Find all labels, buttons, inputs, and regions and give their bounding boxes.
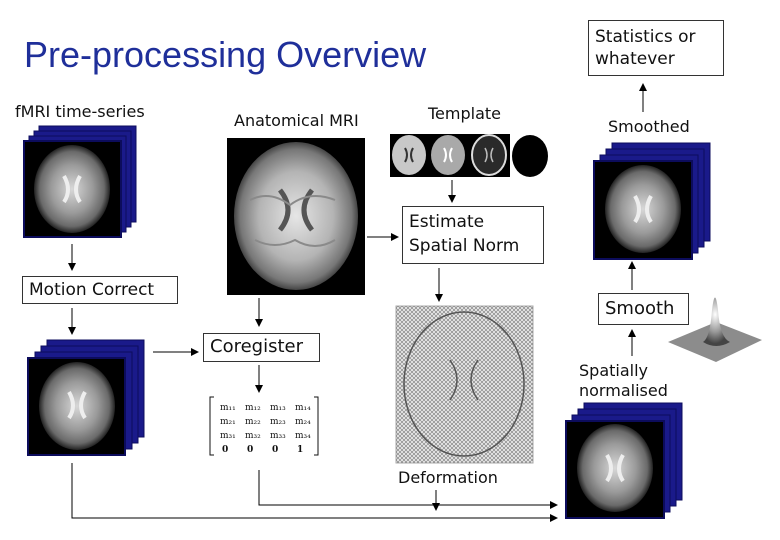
slide-title: Pre-processing Overview (24, 34, 427, 75)
normalised-stack (565, 402, 683, 519)
matrix-cell: m₂₁ (220, 417, 236, 427)
template-images (390, 134, 548, 177)
spatially-line-2: normalised (579, 381, 668, 400)
motion-correct-box: Motion Correct (22, 276, 178, 304)
smoothed-stack (593, 142, 711, 260)
anatomical-label: Anatomical MRI (234, 111, 359, 130)
estimate-line-1: Estimate (409, 212, 485, 232)
motion-corrected-stack (27, 339, 145, 456)
spatially-normalised-label: Spatially normalised (579, 361, 668, 401)
transformation-matrix: m₁₁ m₁₂ m₁₃ m₁₄ m₂₁ m₂₂ m₂₃ m₂₄ m₃₁ m₃₂ … (209, 396, 319, 456)
matrix-cell: 0 (247, 445, 253, 455)
estimate-line-2: Spatial Norm (409, 236, 520, 256)
template-label: Template (428, 104, 502, 123)
deformation-label: Deformation (398, 468, 498, 487)
matrix-cell: m₂₄ (295, 417, 311, 427)
estimate-spatial-norm-box: Estimate Spatial Norm (402, 206, 544, 264)
matrix-cell: m₃₃ (270, 431, 286, 441)
matrix-cell: 0 (222, 445, 228, 455)
coregister-box: Coregister (203, 333, 320, 362)
spatially-line-1: Spatially (579, 361, 648, 380)
arrow-bottom-bus (71, 463, 558, 522)
matrix-cell: 0 (272, 445, 278, 455)
flow-arrows (68, 83, 647, 522)
arrow-matrix-bus (258, 470, 558, 509)
smoothed-label: Smoothed (608, 117, 690, 136)
fmri-label: fMRI time-series (15, 102, 145, 121)
matrix-cell: m₂₂ (245, 417, 261, 427)
matrix-cell: m₁₁ (220, 403, 236, 413)
matrix-cell: m₂₃ (270, 417, 286, 427)
gaussian-kernel-image (668, 297, 762, 362)
statistics-line-2: whatever (595, 49, 675, 69)
matrix-cell: 1 (297, 445, 303, 455)
fmri-stack (23, 125, 137, 238)
smooth-box: Smooth (598, 293, 689, 325)
matrix-cell: m₃₂ (245, 431, 261, 441)
matrix-cell: m₁₃ (270, 403, 286, 413)
matrix-cell: m₃₄ (295, 431, 311, 441)
matrix-cell: m₁₄ (295, 403, 311, 413)
deformation-field-image (395, 305, 534, 464)
anatomical-mri-image (227, 138, 365, 295)
matrix-cell: m₁₂ (245, 403, 261, 413)
statistics-box: Statistics or whatever (588, 20, 724, 76)
statistics-line-1: Statistics or (595, 27, 696, 47)
matrix-cell: m₃₁ (220, 431, 236, 441)
